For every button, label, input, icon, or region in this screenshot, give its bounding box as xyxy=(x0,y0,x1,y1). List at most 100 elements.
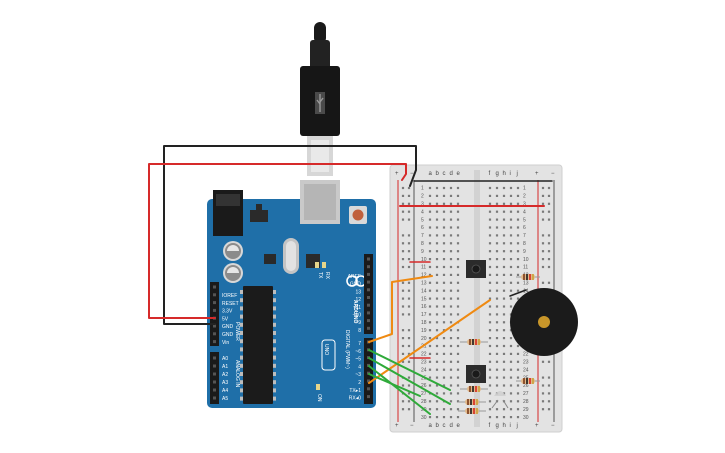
breadboard-hole[interactable] xyxy=(435,250,439,253)
breadboard-hole[interactable] xyxy=(488,194,492,197)
breadboard-hole[interactable] xyxy=(488,289,492,292)
rail-hole[interactable] xyxy=(407,202,411,205)
breadboard-hole[interactable] xyxy=(456,376,460,379)
breadboard-hole[interactable] xyxy=(449,360,453,363)
breadboard-hole[interactable] xyxy=(435,376,439,379)
rail-hole[interactable] xyxy=(547,400,551,403)
breadboard-hole[interactable] xyxy=(456,289,460,292)
breadboard-hole[interactable] xyxy=(442,234,446,237)
breadboard-hole[interactable] xyxy=(488,416,492,419)
breadboard-hole[interactable] xyxy=(488,408,492,411)
breadboard-hole[interactable] xyxy=(516,352,520,355)
breadboard-hole[interactable] xyxy=(456,186,460,190)
header-pin[interactable] xyxy=(367,257,370,261)
rail-hole[interactable] xyxy=(547,250,551,253)
breadboard-hole[interactable] xyxy=(502,250,506,253)
rail-hole[interactable] xyxy=(401,329,405,332)
breadboard-hole[interactable] xyxy=(502,242,506,245)
resistor[interactable] xyxy=(458,399,486,405)
breadboard-hole[interactable] xyxy=(449,352,453,355)
breadboard-hole[interactable] xyxy=(449,416,453,419)
breadboard-hole[interactable] xyxy=(502,329,506,332)
rail-hole[interactable] xyxy=(407,360,411,363)
rail-hole[interactable] xyxy=(547,242,551,245)
breadboard-hole[interactable] xyxy=(449,321,453,324)
breadboard-hole[interactable] xyxy=(435,400,439,403)
breadboard-hole[interactable] xyxy=(456,416,460,419)
breadboard-hole[interactable] xyxy=(495,273,499,276)
resistor[interactable] xyxy=(460,339,488,345)
rail-hole[interactable] xyxy=(547,194,551,197)
breadboard-hole[interactable] xyxy=(516,408,520,411)
wire-black-jumper[interactable] xyxy=(509,289,527,297)
breadboard-hole[interactable] xyxy=(442,258,446,261)
header-pin[interactable] xyxy=(213,372,216,376)
breadboard-hole[interactable] xyxy=(435,186,439,190)
breadboard-hole[interactable] xyxy=(449,368,453,371)
breadboard-hole[interactable] xyxy=(449,392,453,395)
breadboard-hole[interactable] xyxy=(456,210,460,213)
breadboard-hole[interactable] xyxy=(442,360,446,363)
breadboard-hole[interactable] xyxy=(435,321,439,324)
breadboard-hole[interactable] xyxy=(495,376,499,379)
header-pin[interactable] xyxy=(213,364,216,368)
breadboard-hole[interactable] xyxy=(428,273,432,276)
breadboard-hole[interactable] xyxy=(488,352,492,355)
breadboard-hole[interactable] xyxy=(428,194,432,197)
header-pin[interactable] xyxy=(367,288,370,292)
breadboard-hole[interactable] xyxy=(435,242,439,245)
rail-hole[interactable] xyxy=(541,360,545,363)
header-pin[interactable] xyxy=(213,332,216,336)
breadboard-hole[interactable] xyxy=(442,289,446,292)
breadboard-hole[interactable] xyxy=(435,226,439,229)
breadboard-hole[interactable] xyxy=(502,297,506,300)
breadboard-hole[interactable] xyxy=(516,376,520,379)
breadboard-hole[interactable] xyxy=(516,416,520,419)
breadboard-hole[interactable] xyxy=(456,344,460,348)
breadboard-hole[interactable] xyxy=(442,265,446,269)
breadboard-hole[interactable] xyxy=(488,400,492,403)
breadboard-hole[interactable] xyxy=(435,265,439,269)
breadboard-hole[interactable] xyxy=(502,305,506,308)
breadboard-hole[interactable] xyxy=(488,210,492,213)
rail-hole[interactable] xyxy=(407,234,411,237)
breadboard-hole[interactable] xyxy=(442,352,446,355)
resistor[interactable] xyxy=(458,408,486,414)
breadboard-hole[interactable] xyxy=(449,408,453,411)
header-pin[interactable] xyxy=(367,311,370,315)
breadboard-hole[interactable] xyxy=(495,321,499,324)
rail-hole[interactable] xyxy=(407,186,411,190)
rail-hole[interactable] xyxy=(401,186,405,190)
breadboard-hole[interactable] xyxy=(456,392,460,395)
breadboard-hole[interactable] xyxy=(516,384,520,387)
breadboard-hole[interactable] xyxy=(488,344,492,348)
breadboard-hole[interactable] xyxy=(442,392,446,395)
breadboard-hole[interactable] xyxy=(456,368,460,371)
breadboard-hole[interactable] xyxy=(456,360,460,363)
rail-hole[interactable] xyxy=(401,289,405,292)
breadboard-hole[interactable] xyxy=(495,186,499,190)
header-pin[interactable] xyxy=(367,387,370,391)
header-pin[interactable] xyxy=(213,340,216,344)
wire-red-5v[interactable] xyxy=(148,163,407,319)
breadboard-hole[interactable] xyxy=(428,281,432,284)
breadboard-hole[interactable] xyxy=(456,265,460,269)
header-pin[interactable] xyxy=(367,395,370,399)
rail-hole[interactable] xyxy=(547,392,551,395)
breadboard-hole[interactable] xyxy=(509,360,513,363)
breadboard-hole[interactable] xyxy=(516,258,520,261)
wire-green[interactable] xyxy=(368,349,451,391)
breadboard-hole[interactable] xyxy=(435,289,439,292)
breadboard-hole[interactable] xyxy=(509,194,513,197)
breadboard-hole[interactable] xyxy=(442,321,446,324)
breadboard-hole[interactable] xyxy=(456,202,460,205)
rail-hole[interactable] xyxy=(541,392,545,395)
breadboard-hole[interactable] xyxy=(488,186,492,190)
breadboard-hole[interactable] xyxy=(428,242,432,245)
rail-hole[interactable] xyxy=(407,352,411,355)
breadboard-hole[interactable] xyxy=(442,202,446,205)
breadboard-hole[interactable] xyxy=(442,305,446,308)
breadboard-hole[interactable] xyxy=(428,408,432,411)
breadboard-hole[interactable] xyxy=(428,384,432,387)
rail-hole[interactable] xyxy=(547,281,551,284)
